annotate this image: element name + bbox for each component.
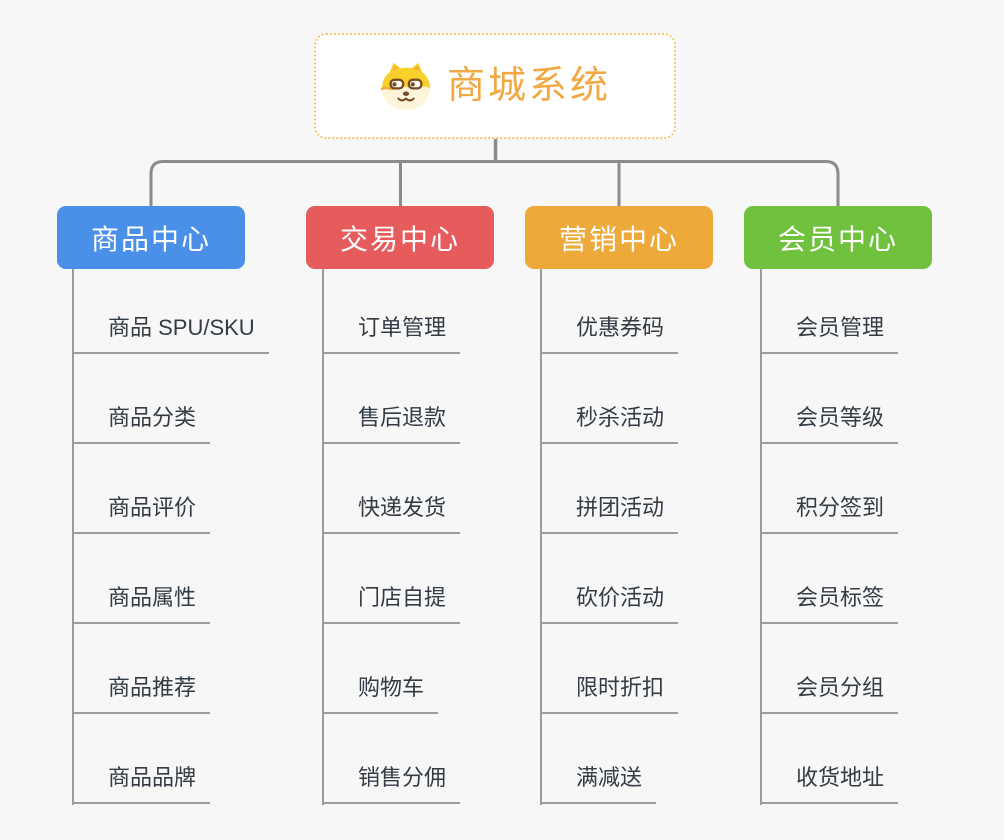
tree-node[interactable]: 门店自提 <box>324 584 461 624</box>
branch-children-marketing-center: 优惠券码 秒杀活动 拼团活动 砍价活动 限时折扣 满减送 <box>540 269 679 805</box>
branch-header-trade-center[interactable]: 交易中心 <box>306 206 494 269</box>
tree-node[interactable]: 会员分组 <box>762 674 899 714</box>
tree-node[interactable]: 商品推荐 <box>74 674 211 714</box>
tree-node[interactable]: 商品评价 <box>74 494 211 534</box>
tree-node[interactable]: 销售分佣 <box>324 764 461 804</box>
branch-children-product-center: 商品 SPU/SKU 商品分类 商品评价 商品属性 商品推荐 商品品牌 <box>72 269 269 805</box>
tree-node[interactable]: 商品分类 <box>74 404 211 444</box>
tree-node[interactable]: 积分签到 <box>762 494 899 534</box>
tree-node[interactable]: 购物车 <box>324 674 439 714</box>
branch-header-member-center[interactable]: 会员中心 <box>744 206 932 269</box>
tree-node[interactable]: 会员管理 <box>762 314 899 354</box>
tree-node[interactable]: 满减送 <box>542 764 657 804</box>
branch-header-marketing-center[interactable]: 营销中心 <box>525 206 713 269</box>
root-node[interactable]: 商城系统 <box>314 33 676 139</box>
shiba-dog-face-icon <box>380 62 431 111</box>
branch-children-trade-center: 订单管理 售后退款 快递发货 门店自提 购物车 销售分佣 <box>322 269 461 805</box>
tree-node[interactable]: 订单管理 <box>324 314 461 354</box>
tree-node[interactable]: 砍价活动 <box>542 584 679 624</box>
tree-node[interactable]: 优惠券码 <box>542 314 679 354</box>
tree-node[interactable]: 会员等级 <box>762 404 899 444</box>
root-title: 商城系统 <box>446 65 611 107</box>
branch-children-member-center: 会员管理 会员等级 积分签到 会员标签 会员分组 收货地址 <box>760 269 899 805</box>
tree-node[interactable]: 快递发货 <box>324 494 461 534</box>
tree-node[interactable]: 秒杀活动 <box>542 404 679 444</box>
tree-node[interactable]: 商品品牌 <box>74 764 211 804</box>
tree-node[interactable]: 商品 SPU/SKU <box>74 314 269 354</box>
tree-node[interactable]: 商品属性 <box>74 584 211 624</box>
tree-node[interactable]: 收货地址 <box>762 764 899 804</box>
tree-node[interactable]: 售后退款 <box>324 404 461 444</box>
tree-node[interactable]: 会员标签 <box>762 584 899 624</box>
branch-header-product-center[interactable]: 商品中心 <box>57 206 245 269</box>
tree-node[interactable]: 拼团活动 <box>542 494 679 534</box>
tree-node[interactable]: 限时折扣 <box>542 674 679 714</box>
